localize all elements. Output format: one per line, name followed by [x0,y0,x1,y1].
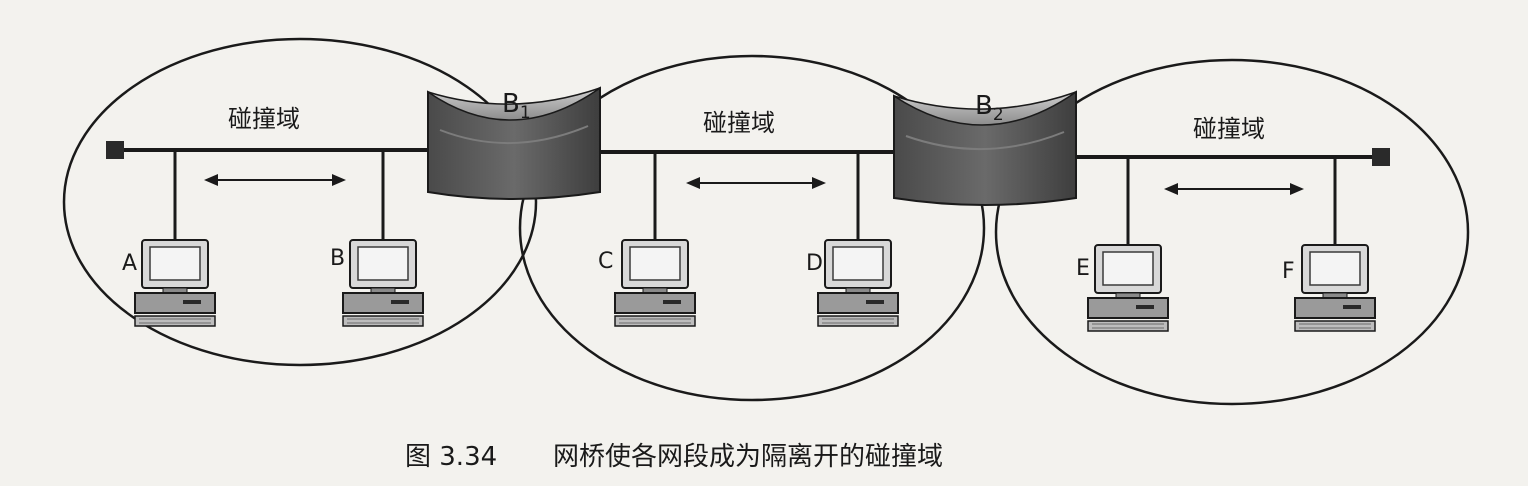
host-label-d: D [806,251,823,276]
host-label-e: E [1076,256,1090,281]
collision-domain-label-1: 碰撞域 [228,105,300,133]
collision-domain-ellipse-3 [994,58,1470,406]
computer-f [1294,244,1376,332]
segment-1 [106,141,432,240]
computer-e [1087,244,1169,332]
terminator-right [1372,148,1390,166]
computer-b [342,239,424,327]
collision-domain-ellipse-2 [518,54,986,402]
collision-domain-ellipse-1 [62,37,538,367]
terminator-left [106,141,124,159]
figure-caption-number: 图 3.34 [405,442,497,472]
computer-a [134,239,216,327]
computer-d [817,239,899,327]
host-label-a: A [122,251,137,276]
host-label-c: C [598,249,613,274]
segment-2 [598,150,900,240]
bridge-b1 [427,86,601,200]
bridge-b2 [893,90,1077,206]
figure-caption-text: 网桥使各网段成为隔离开的碰撞域 [553,442,943,472]
collision-domain-label-3: 碰撞域 [1193,115,1265,143]
double-arrow [204,174,346,186]
computer-c [614,239,696,327]
collision-domain-label-2: 碰撞域 [703,109,775,137]
segment-3 [1075,148,1390,245]
host-label-f: F [1282,259,1295,284]
bridge-label-b1: B1 [502,89,531,123]
double-arrow [686,177,826,189]
bridge-label-b2: B2 [975,91,1004,125]
double-arrow [1164,183,1304,195]
host-label-b: B [330,246,345,271]
